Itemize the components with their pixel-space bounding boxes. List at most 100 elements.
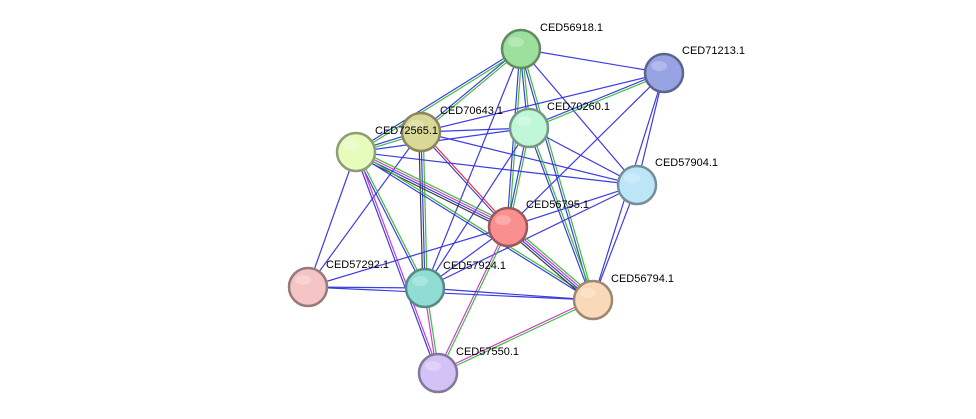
node-circle[interactable]	[400, 111, 442, 153]
edge-line-green	[421, 49, 523, 134]
edge-CED70643.1-CED56795.1	[419, 130, 510, 229]
edge-line-green	[438, 227, 510, 374]
node-circle[interactable]	[404, 267, 446, 309]
node-circle[interactable]	[616, 164, 658, 206]
edge-CED56918.1-CED57924.1	[424, 48, 522, 289]
edge-line-blue	[307, 226, 509, 288]
edge-CED57904.1-CED56795.1	[507, 184, 638, 228]
edge-line-blue	[519, 49, 593, 301]
edge-line-blue	[419, 132, 508, 229]
edge-line-green	[438, 300, 594, 375]
node-CED57924.1[interactable]: CED57924.1	[404, 260, 506, 309]
node-circle[interactable]	[335, 131, 377, 173]
edge-line-blue	[528, 71, 664, 128]
edge-CED70643.1-CED57924.1	[418, 131, 428, 289]
edge-line-green	[521, 48, 595, 300]
edge-line-blue	[307, 151, 357, 288]
edge-line-blue	[307, 286, 594, 301]
edge-CED57904.1-CED56794.1	[592, 184, 638, 301]
edge-CED56918.1-CED56794.1	[519, 48, 595, 301]
node-CED72565.1[interactable]: CED72565.1	[335, 125, 438, 173]
node-CED56918.1[interactable]: CED56918.1	[500, 22, 603, 70]
edge-line-magenta	[436, 226, 508, 373]
node-CED70643.1[interactable]: CED70643.1	[400, 105, 503, 153]
edge-line-green	[357, 148, 510, 225]
edge-line-black	[354, 154, 507, 231]
node-circle[interactable]	[500, 28, 542, 70]
node-highlight	[508, 37, 524, 47]
edge-line-blue	[520, 48, 665, 74]
node-CED57904.1[interactable]: CED57904.1	[616, 157, 718, 206]
edge-CED56918.1-CED72565.1	[355, 47, 522, 154]
edge-line-blue	[520, 48, 638, 186]
node-highlight	[651, 61, 667, 71]
edge-CED56795.1-CED57550.1	[436, 226, 510, 374]
node-label: CED57924.1	[443, 260, 506, 272]
node-CED70260.1[interactable]: CED70260.1	[508, 101, 610, 149]
edge-CED72565.1-CED57550.1	[354, 151, 440, 374]
node-label: CED56918.1	[540, 22, 603, 34]
edge-line-green	[356, 150, 594, 300]
edge-line-magenta	[356, 151, 440, 373]
edge-CED70260.1-CED72565.1	[355, 127, 530, 153]
node-label: CED70260.1	[547, 101, 610, 113]
edge-CED56918.1-CED70643.1	[419, 47, 523, 134]
edge-line-blue	[354, 152, 425, 289]
edge-line-blue	[355, 152, 593, 302]
node-circle[interactable]	[508, 107, 550, 149]
edge-CED70260.1-CED57904.1	[528, 127, 638, 186]
edge-CED70260.1-CED56794.1	[527, 127, 595, 301]
node-circle[interactable]	[643, 52, 685, 94]
node-CED57292.1[interactable]: CED57292.1	[287, 259, 389, 308]
node-CED56795.1[interactable]: CED56795.1	[487, 199, 589, 248]
edge-line-blue	[527, 128, 593, 301]
edge-line-blue	[420, 131, 426, 289]
edge-line-blue	[528, 127, 638, 186]
node-CED57550.1[interactable]: CED57550.1	[417, 346, 519, 394]
node-CED71213.1[interactable]: CED71213.1	[643, 45, 745, 94]
edge-line-blue	[424, 184, 638, 289]
node-highlight	[516, 116, 532, 126]
edge-line-green	[422, 131, 428, 288]
edge-line-blue	[355, 47, 521, 152]
node-label: CED56794.1	[611, 273, 674, 285]
node-label: CED57550.1	[456, 346, 519, 358]
node-highlight	[408, 120, 424, 130]
edge-CED71213.1-CED70260.1	[528, 71, 665, 130]
edge-CED71213.1-CED56795.1	[507, 72, 665, 228]
edge-CED57904.1-CED57924.1	[424, 184, 638, 289]
node-CED56794.1[interactable]: CED56794.1	[572, 273, 674, 321]
edge-line-red	[421, 130, 510, 227]
node-circle[interactable]	[487, 206, 529, 248]
node-label: CED57904.1	[655, 157, 718, 169]
edge-line-blue	[592, 184, 638, 301]
node-circle[interactable]	[287, 266, 329, 308]
edge-line-blue	[355, 151, 638, 186]
node-highlight	[425, 361, 441, 371]
edge-CED70643.1-CED57904.1	[420, 131, 638, 186]
edge-line-black	[418, 132, 424, 289]
edge-line-magenta	[437, 298, 593, 373]
edge-line-blue	[507, 72, 665, 228]
node-highlight	[495, 215, 511, 225]
node-circle[interactable]	[417, 352, 459, 394]
edge-line-green	[356, 49, 522, 154]
node-label: CED70643.1	[440, 105, 503, 117]
edge-line-magenta	[356, 150, 509, 227]
node-circle[interactable]	[572, 279, 614, 321]
edge-CED56918.1-CED57904.1	[520, 48, 638, 186]
edge-CED57924.1-CED56794.1	[424, 287, 594, 301]
node-highlight	[343, 140, 359, 150]
node-highlight	[295, 275, 311, 285]
edge-line-blue	[424, 48, 522, 289]
edge-CED72565.1-CED56794.1	[355, 150, 594, 302]
edge-line-green	[356, 151, 427, 288]
edge-CED72565.1-CED57924.1	[354, 151, 427, 289]
node-highlight	[412, 276, 428, 286]
edge-CED72565.1-CED57904.1	[355, 151, 638, 186]
edge-line-blue	[507, 184, 638, 228]
edge-line-blue	[420, 72, 665, 133]
edge-line-green	[529, 73, 665, 130]
